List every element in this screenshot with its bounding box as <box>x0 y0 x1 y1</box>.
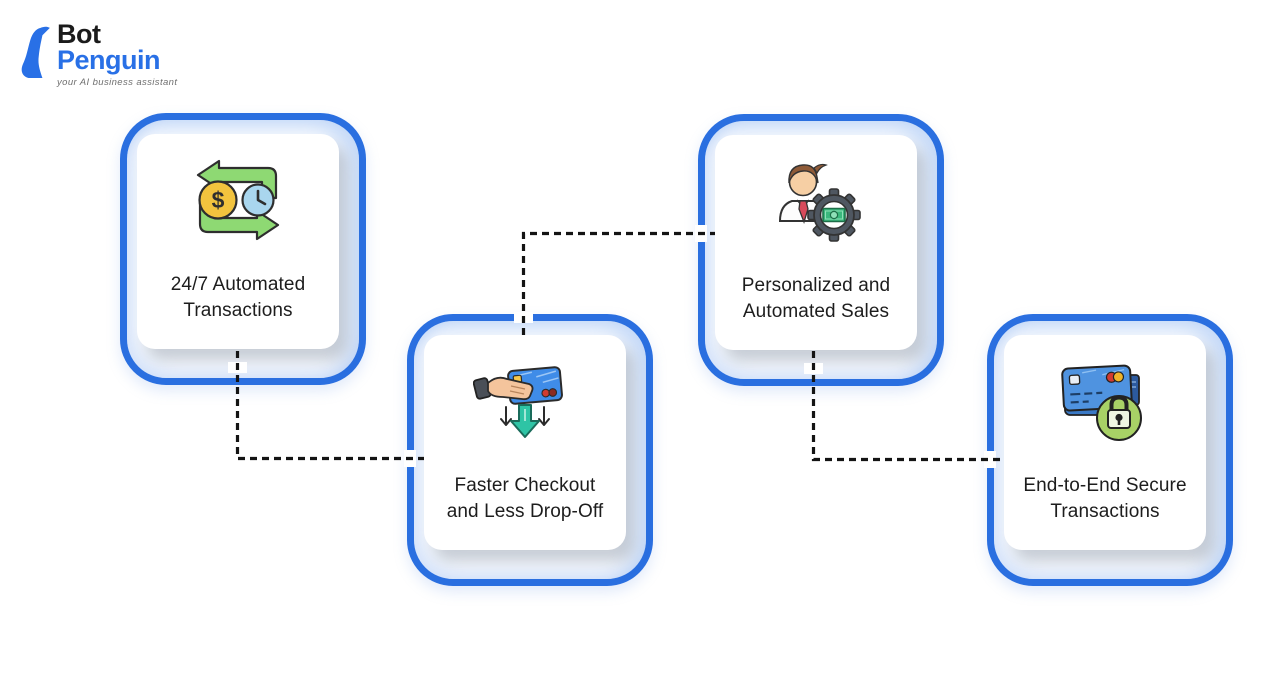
card-personalized-sales: Personalized and Automated Sales <box>698 114 944 386</box>
card-secure-transactions-inner: End-to-End Secure Transactions <box>1004 335 1206 550</box>
card-faster-checkout: Faster Checkout and Less Drop-Off <box>407 314 653 586</box>
botpenguin-logo: Bot Penguin your AI business assistant <box>18 19 178 88</box>
money-time-exchange-icon: $ <box>186 154 290 246</box>
credit-card-lock-icon <box>1053 355 1157 447</box>
logo-tagline: your AI business assistant <box>57 77 178 88</box>
card-label-line1: End-to-End Secure <box>1023 475 1187 496</box>
penguin-icon <box>21 26 50 78</box>
logo-text-penguin: Penguin <box>57 45 161 75</box>
card-label: End-to-End Secure Transactions <box>1023 473 1186 525</box>
card-automated-transactions-inner: $ 24/7 Automated Transactions <box>137 134 339 349</box>
card-automated-transactions: $ 24/7 Automated Transactions <box>120 113 366 385</box>
card-label-line2: and Less Drop-Off <box>446 501 604 522</box>
card-secure-transactions: End-to-End Secure Transactions <box>987 314 1233 586</box>
salesperson-gear-money-icon <box>764 155 868 247</box>
card-label-line1: Faster Checkout <box>454 475 596 496</box>
card-label: Personalized and Automated Sales <box>742 273 890 325</box>
card-label-line2: Transactions <box>1050 501 1160 522</box>
card-label-line2: Transactions <box>183 300 293 321</box>
card-label: Faster Checkout and Less Drop-Off <box>447 473 604 525</box>
card-label-line1: Personalized and <box>741 275 891 296</box>
logo-text-bot: Bot <box>57 19 101 49</box>
svg-text:$: $ <box>212 187 225 213</box>
card-label: 24/7 Automated Transactions <box>171 272 306 324</box>
card-faster-checkout-inner: Faster Checkout and Less Drop-Off <box>424 335 626 550</box>
hand-credit-card-arrows-icon <box>473 355 577 447</box>
card-label-line1: 24/7 Automated <box>170 274 306 295</box>
card-label-line2: Automated Sales <box>742 301 890 322</box>
card-personalized-sales-inner: Personalized and Automated Sales <box>715 135 917 350</box>
